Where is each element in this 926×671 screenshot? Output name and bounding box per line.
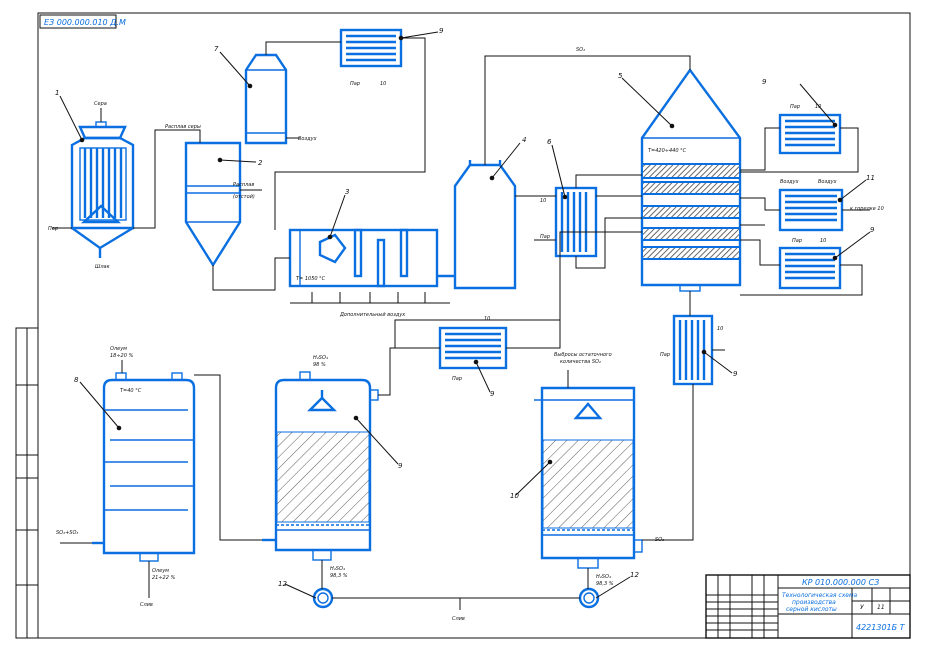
heat-exchanger-top [339,28,403,68]
svg-text:(отстой): (отстой) [233,194,255,200]
label-air-right1: Воздух [780,179,799,185]
title-line-2: производства [792,599,836,606]
label-8: 8 [74,376,79,384]
label-par-top: Пар [350,81,360,87]
top-code-box [39,14,117,29]
label-2: 2 [258,159,263,167]
label-4: 4 [522,136,526,144]
label-12-left: 12 [278,580,287,588]
equipment-5-converter [640,67,742,292]
title-group: 4221301Б Т [856,623,906,632]
title-line-1: Технологическая схема [782,592,857,599]
svg-text:21÷22 %: 21÷22 % [152,575,176,581]
label-temp-furnace: T= 1050 °С [296,276,326,282]
label-in-top: 10 [380,81,386,87]
label-par-mid: Пар [452,376,462,382]
process-labels: Сера Пар Шлак Расплав серы Воздух Распла… [48,47,884,622]
pump-12-left [312,587,334,609]
svg-text:H₂SO₄: H₂SO₄ [313,355,328,361]
label-kotel: к горелке 10 [850,206,884,212]
label-9-vertical: 9 [733,370,738,378]
label-in-vert: 10 [717,326,723,332]
label-par-rb: Пар [792,238,802,244]
label-dop-vozduh: Дополнительный воздух [339,312,405,318]
label-in-right: 10 [815,104,821,110]
heat-exchanger-6 [554,186,598,258]
label-so2: SO₂ [576,47,585,53]
svg-text:H₂SO₄: H₂SO₄ [596,574,611,580]
label-9-absorber: 9 [398,462,403,470]
heat-exchanger-11 [778,188,844,232]
label-11: 11 [866,174,875,182]
heat-exchanger-right-top [778,113,842,155]
label-6: 6 [547,138,552,146]
svg-text:количества SO₂: количества SO₂ [560,359,601,365]
heat-exchanger-vertical [672,314,714,386]
title-line-3: серной кислоты [786,606,837,613]
svg-text:98,3 %: 98,3 % [330,573,348,579]
label-rastvor: Расплав серы [165,124,201,130]
equipment-8-oleum-absorber [92,372,196,562]
callouts: 1 2 3 4 5 6 7 8 9 9 9 9 9 9 10 11 12 12 [55,27,875,599]
label-3: 3 [345,188,349,196]
label-in-mid: 10 [484,316,490,322]
label-par-vert: Пар [660,352,670,358]
equipment-2-settler [184,141,242,268]
label-1: 1 [55,89,59,97]
label-so2-so3: SO₂+SO₃ [56,530,78,536]
pump-12-right [578,587,600,609]
equipment-monohydrate-absorber [262,371,379,561]
equipment-7-dryer [244,53,288,145]
label-vozduh: Воздух [298,136,317,142]
svg-text:18÷20 %: 18÷20 % [110,353,134,359]
heat-exchanger-right-bottom [778,246,842,290]
title-lit: У [860,604,864,611]
svg-text:Олеум: Олеум [110,346,127,352]
label-rastvor-gaza: Расплав [233,182,254,188]
label-9-right-bottom: 9 [870,226,875,234]
label-sliv-2: Слив [452,616,465,622]
title-sheet: 11 [877,604,885,611]
equipment-10-sanitary-tower [534,386,643,569]
svg-text:H₂SO₄: H₂SO₄ [330,566,345,572]
label-so2-out: SO₂ [655,537,664,543]
label-in-rb: 10 [820,238,826,244]
label-7: 7 [214,45,219,53]
title-doc-code: КР 010.000.000 СЗ [802,578,879,587]
label-shlak: Шлак [95,264,110,270]
heat-exchanger-mid [438,326,508,370]
top-code: ЕЗ 000.000.010 Д.М [44,18,126,27]
label-5: 5 [618,72,623,80]
drawing-frame [37,12,911,639]
label-sera: Сера [94,101,107,107]
label-par2: Пар [540,234,550,240]
label-in: 10 [540,198,546,204]
label-9-right: 9 [762,78,767,86]
title-block: КР 010.000.000 СЗ Технологическая схема … [705,574,911,639]
equipment-4-boiler [453,160,517,290]
svg-text:Выбросы остаточного: Выбросы остаточного [554,352,612,358]
label-temp-absorber: T=40 °С [120,388,142,394]
label-par-right: Пар [790,104,800,110]
svg-text:Олеум: Олеум [152,568,169,574]
label-sliv-1: Слив [140,602,153,608]
piping [52,37,870,610]
label-9-mid: 9 [490,390,495,398]
equipment-1-melter [62,108,135,258]
label-par: Пар [48,226,58,232]
label-temp-conv: T=420÷440 °С [648,148,687,154]
label-10: 10 [510,492,519,500]
svg-text:98,3 %: 98,3 % [596,581,614,587]
label-9-top: 9 [439,27,444,35]
svg-text:98 %: 98 % [313,362,326,368]
label-air-right2: Воздух [818,179,837,185]
label-12-right: 12 [630,571,639,579]
